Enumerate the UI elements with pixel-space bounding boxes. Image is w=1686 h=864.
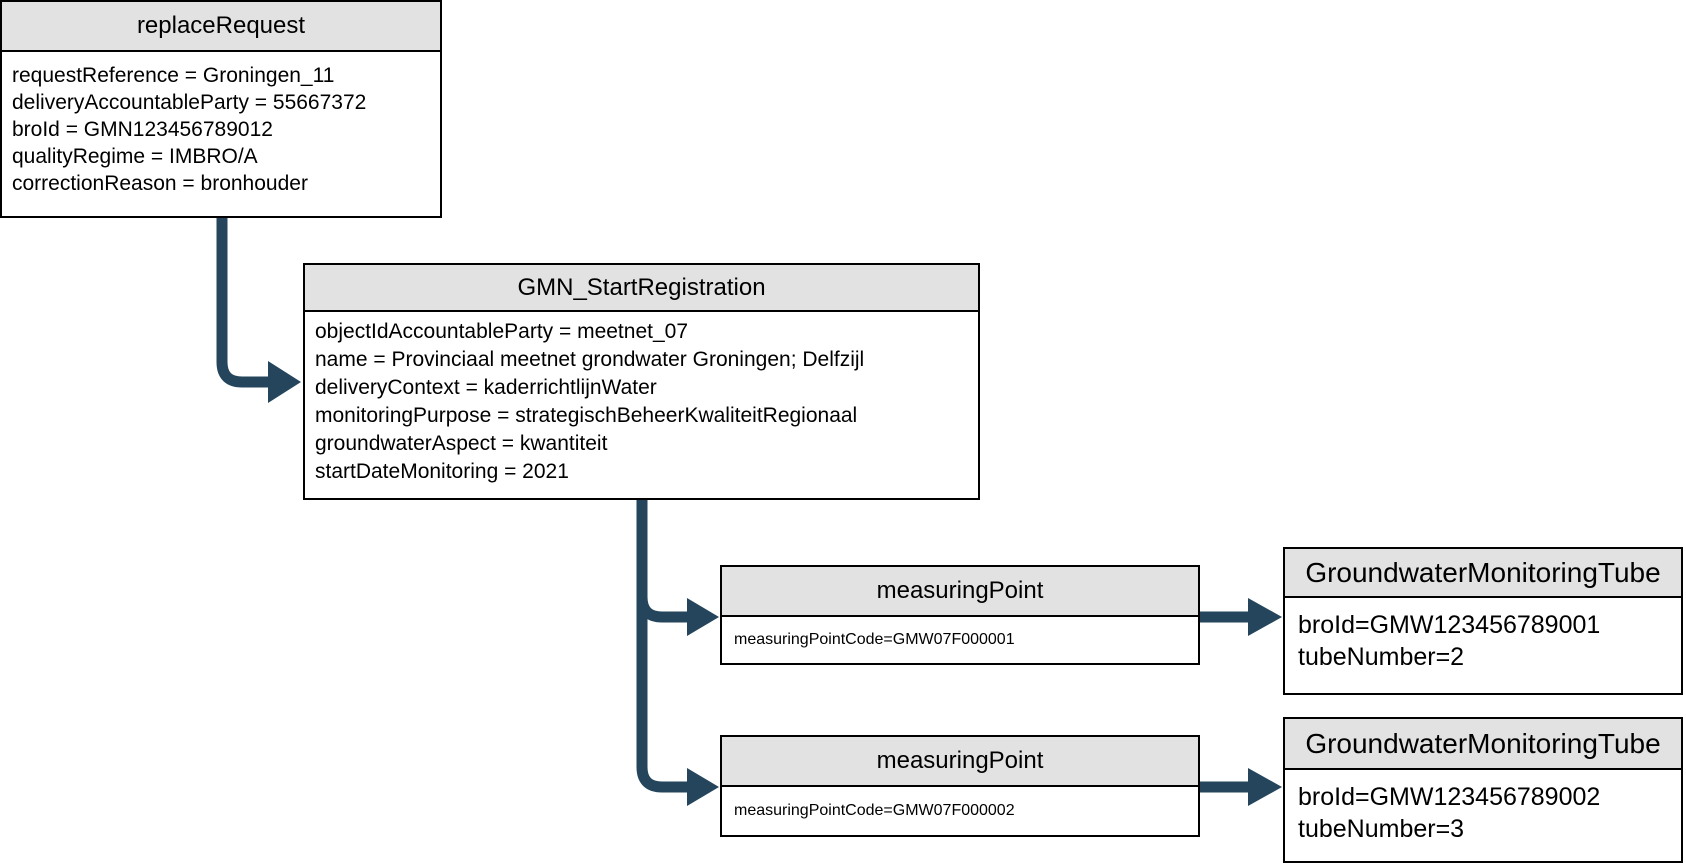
attribute-line: groundwaterAspect = kwantiteit bbox=[315, 432, 608, 455]
attribute-line: broId=GMW123456789001 bbox=[1298, 611, 1601, 639]
attribute-line: startDateMonitoring = 2021 bbox=[315, 460, 569, 483]
attribute-line: tubeNumber=3 bbox=[1298, 815, 1465, 843]
arrowhead-icon bbox=[1248, 598, 1282, 636]
attribute-line: broId = GMN123456789012 bbox=[12, 118, 273, 141]
node-title: GMN_StartRegistration bbox=[305, 265, 978, 312]
attribute-line: tubeNumber=2 bbox=[1298, 643, 1465, 671]
node-groundwater-monitoring-tube-2: GroundwaterMonitoringTube broId=GMW12345… bbox=[1283, 717, 1683, 863]
node-attributes: measuringPointCode=GMW07F000002 bbox=[722, 787, 1198, 835]
connector-gmn-to-measuringpoint1 bbox=[636, 555, 689, 623]
arrowhead-icon bbox=[687, 598, 719, 636]
attribute-line: requestReference = Groningen_11 bbox=[12, 64, 335, 87]
node-attributes: broId=GMW123456789001 tubeNumber=2 bbox=[1285, 598, 1681, 673]
arrowhead-icon bbox=[1248, 768, 1282, 806]
node-title: measuringPoint bbox=[722, 567, 1198, 617]
attribute-line: measuringPointCode=GMW07F000001 bbox=[734, 631, 1015, 648]
node-attributes: requestReference = Groningen_11 delivery… bbox=[2, 52, 440, 197]
attribute-line: broId=GMW123456789002 bbox=[1298, 783, 1601, 811]
arrowhead-icon bbox=[268, 361, 301, 403]
node-title: GroundwaterMonitoringTube bbox=[1285, 719, 1681, 770]
node-title: replaceRequest bbox=[2, 2, 440, 52]
attribute-line: correctionReason = bronhouder bbox=[12, 172, 308, 195]
node-gmn-start-registration: GMN_StartRegistration objectIdAccountabl… bbox=[303, 263, 980, 500]
attribute-line: qualityRegime = IMBRO/A bbox=[12, 145, 258, 168]
node-title: GroundwaterMonitoringTube bbox=[1285, 549, 1681, 598]
node-groundwater-monitoring-tube-1: GroundwaterMonitoringTube broId=GMW12345… bbox=[1283, 547, 1683, 695]
attribute-line: monitoringPurpose = strategischBeheerKwa… bbox=[315, 404, 858, 427]
attribute-line: name = Provinciaal meetnet grondwater Gr… bbox=[315, 348, 865, 371]
attribute-line: deliveryAccountableParty = 55667372 bbox=[12, 91, 367, 114]
arrowhead-icon bbox=[687, 768, 719, 806]
attribute-line: objectIdAccountableParty = meetnet_07 bbox=[315, 320, 688, 343]
node-replace-request: replaceRequest requestReference = Gronin… bbox=[0, 0, 442, 218]
node-attributes: broId=GMW123456789002 tubeNumber=3 bbox=[1285, 770, 1681, 845]
node-attributes: measuringPointCode=GMW07F000001 bbox=[722, 617, 1198, 663]
connector-replace-to-gmn bbox=[216, 218, 270, 388]
connector-gmn-to-measuringpoint2 bbox=[636, 500, 689, 793]
node-title: measuringPoint bbox=[722, 737, 1198, 787]
node-measuring-point-1: measuringPoint measuringPointCode=GMW07F… bbox=[720, 565, 1200, 665]
attribute-line: deliveryContext = kaderrichtlijnWater bbox=[315, 376, 657, 399]
attribute-line: measuringPointCode=GMW07F000002 bbox=[734, 802, 1015, 819]
node-attributes: objectIdAccountableParty = meetnet_07 na… bbox=[305, 312, 978, 486]
node-measuring-point-2: measuringPoint measuringPointCode=GMW07F… bbox=[720, 735, 1200, 837]
